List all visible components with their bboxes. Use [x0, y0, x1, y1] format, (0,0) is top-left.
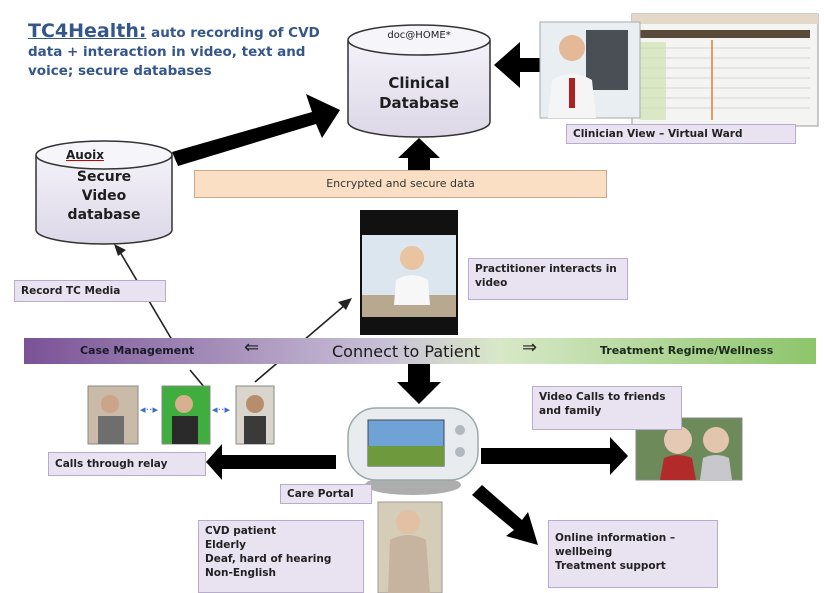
care-portal-label: Care Portal	[280, 484, 372, 504]
video-db-brand: Auoix	[66, 148, 104, 162]
treatment-regime-label: Treatment Regime/Wellness	[600, 344, 774, 357]
online-info-line-1: Online information – wellbeing	[555, 532, 676, 558]
video-database-cylinder	[35, 140, 173, 245]
practitioner-interacts-label: Practitioner interacts in video	[468, 258, 628, 300]
arrow-video-to-clinical	[172, 94, 340, 166]
patient-line-4: Non-English	[205, 567, 276, 579]
patient-line-3: Deaf, hard of hearing	[205, 553, 332, 565]
clinician-view-caption: Clinician View – Virtual Ward	[566, 124, 796, 144]
patient-photo	[377, 501, 443, 593]
clinician-view-screenshot	[631, 13, 819, 127]
title-heading: TC4Health:	[28, 20, 147, 42]
relay-arrow-1: ◂··▸	[140, 403, 159, 416]
case-management-label: Case Management	[80, 344, 195, 357]
arrowhead-to-video-db	[114, 244, 126, 256]
left-double-arrow: ⇐	[244, 337, 260, 357]
clinical-database-cylinder	[347, 24, 491, 138]
online-information-box: Online information – wellbeing Treatment…	[548, 520, 718, 588]
arrow-to-online-info	[472, 485, 538, 545]
patient-description-box: CVD patient Elderly Deaf, hard of hearin…	[198, 520, 364, 593]
arrow-down-to-device	[397, 362, 441, 404]
video-db-label: Secure Video database	[67, 169, 141, 223]
connect-bar-bg	[24, 338, 816, 364]
video-calls-label: Video Calls to friends and family	[532, 386, 682, 430]
arrowhead-to-practitioner	[338, 298, 352, 310]
right-double-arrow: ⇒	[522, 337, 538, 357]
care-portal-device	[347, 407, 479, 495]
arrow-to-video-calls	[481, 437, 628, 475]
clinical-db-tag: doc@HOME*	[387, 30, 451, 41]
patient-line-1: CVD patient	[205, 525, 277, 537]
calls-through-relay-label: Calls through relay	[48, 452, 206, 476]
relay-photo-3	[235, 385, 275, 445]
arrow-clinician-to-db	[494, 42, 540, 88]
connect-to-patient-label: Connect to Patient	[332, 342, 481, 361]
record-tc-media-label: Record TC Media	[14, 280, 166, 302]
clinician-photo	[539, 21, 641, 119]
clinical-db-label: Clinical Database	[379, 74, 459, 112]
title-text: auto recording of CVD data + interaction…	[28, 25, 320, 79]
relay-arrow-2: ◂··▸	[212, 403, 231, 416]
arrow-to-calls-relay	[206, 444, 336, 480]
patient-line-2: Elderly	[205, 539, 247, 551]
online-info-line-2: Treatment support	[555, 560, 666, 572]
relay-photo-2	[161, 385, 211, 445]
practitioner-photo	[362, 235, 456, 317]
diagram-title: TC4Health: auto recording of CVD data + …	[28, 22, 348, 81]
thin-arrows	[119, 251, 346, 389]
relay-photo-1	[87, 385, 139, 445]
encrypted-data-bar: Encrypted and secure data	[194, 170, 607, 198]
